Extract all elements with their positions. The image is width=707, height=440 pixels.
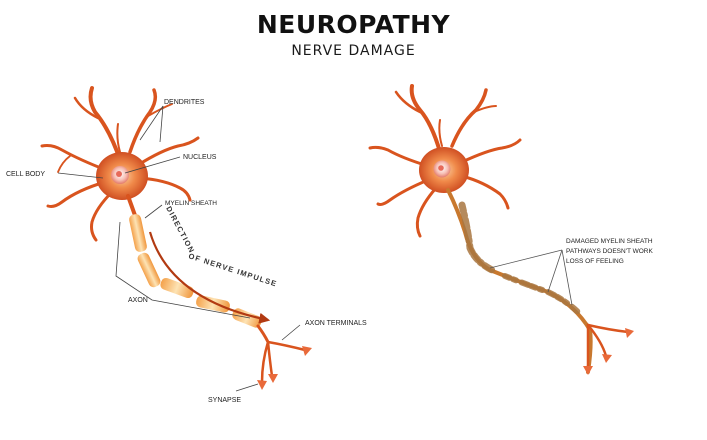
label-nucleus: NUCLEUS [183, 154, 217, 161]
label-axon: AXON [128, 297, 148, 304]
label-direction: DIRECTION [164, 205, 196, 255]
label-direction-impulse: OF NERVE IMPULSE [187, 251, 278, 288]
nucleolus [116, 171, 122, 177]
axon-terminals [260, 340, 307, 384]
healthy-neuron [40, 86, 312, 390]
dendrites [40, 86, 200, 242]
damaged-neuron [368, 84, 634, 375]
label-myelin-sheath: MYELIN SHEATH [165, 200, 217, 207]
synapse-bulb [268, 374, 278, 383]
label-axon-terminals: AXON TERMINALS [305, 320, 367, 327]
label-damaged-line2: PATHWAYS DOESN'T WORK [566, 248, 653, 255]
label-dendrites: DENDRITES [164, 99, 205, 106]
impulse-direction-arrow [148, 231, 271, 324]
axon-terminals-damaged [586, 323, 630, 370]
dendrites-damaged [368, 84, 522, 238]
synapse-bulb [257, 380, 267, 390]
diagram-title: NEUROPATHY [256, 10, 451, 39]
label-cell-body: CELL BODY [6, 171, 45, 178]
label-damaged-line1: DAMAGED MYELIN SHEATH [566, 238, 653, 245]
damaged-leader-lines [489, 249, 573, 306]
myelin-segments [129, 214, 262, 328]
label-synapse: SYNAPSE [208, 397, 241, 404]
label-damaged-line3: LOSS OF FEELING [566, 258, 624, 265]
diagram-subtitle: NERVE DAMAGE [291, 43, 416, 59]
leader-lines [57, 105, 301, 392]
synapse-bulb [302, 346, 312, 356]
